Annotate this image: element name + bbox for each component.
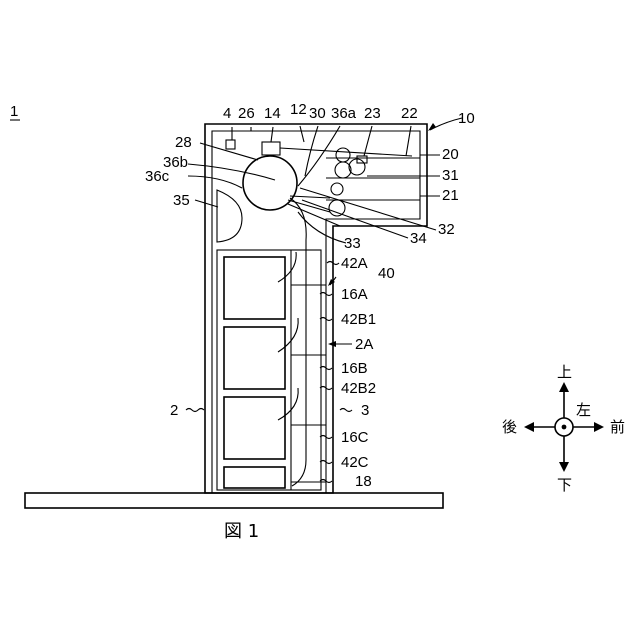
cabinet-outline: [205, 124, 427, 493]
direction-center-dot: [562, 425, 567, 430]
sheet-path-lower: [290, 196, 330, 198]
ref-21: 21: [442, 187, 459, 204]
leader-2: [186, 409, 204, 412]
ref-31: 31: [442, 167, 459, 184]
figure-caption: 図 1: [224, 521, 259, 542]
ref-36a: 36a: [331, 105, 357, 122]
leader-36b: [188, 164, 275, 180]
tray-16B: [224, 327, 285, 389]
arrow-down-head: [559, 462, 569, 472]
ref-16A: 16A: [341, 286, 368, 303]
dir-left-label: 左: [576, 401, 591, 419]
roller-b: [335, 162, 351, 178]
ref-30: 30: [309, 105, 326, 122]
ref-26: 26: [238, 105, 255, 122]
ref-40: 40: [378, 265, 395, 282]
leader-36c: [188, 176, 242, 188]
ref-36c: 36c: [145, 168, 170, 185]
component-35: [217, 190, 242, 242]
leader-35: [195, 200, 218, 207]
sheet-path-34: [288, 200, 330, 212]
feed-path-16B: [278, 318, 298, 352]
component-14: [262, 142, 280, 155]
roller-a: [336, 148, 350, 162]
arrow-rear-head: [524, 422, 534, 432]
ref-10: 10: [458, 110, 475, 127]
ref-23: 23: [364, 105, 381, 122]
ref-32: 32: [438, 221, 455, 238]
ref-2A: 2A: [355, 336, 373, 353]
ref-34: 34: [410, 230, 427, 247]
arrowhead-2A: [328, 341, 336, 347]
leader-28: [200, 143, 258, 160]
base-plate: [25, 493, 443, 508]
leader-33: [298, 212, 346, 243]
system-ref-label: 1: [10, 103, 18, 120]
ref-28: 28: [175, 134, 192, 151]
tray-18: [224, 467, 285, 488]
ref-33: 33: [344, 235, 361, 252]
leader-14: [271, 127, 273, 142]
ref-12: 12: [290, 101, 307, 118]
ref-2: 2: [170, 402, 178, 419]
leader-3: [340, 409, 352, 412]
leader-36a: [298, 126, 340, 186]
ref-18: 18: [355, 473, 372, 490]
roller-e: [329, 200, 345, 216]
ref-42C: 42C: [341, 454, 369, 471]
ref-4: 4: [223, 105, 231, 122]
component-4: [226, 140, 235, 149]
dir-front-label: 前: [610, 418, 625, 436]
cabinet-bay: [217, 250, 321, 490]
drum-28: [243, 156, 297, 210]
dir-up-label: 上: [557, 363, 572, 381]
arrowhead-10: [428, 123, 436, 131]
ref-3: 3: [361, 402, 369, 419]
tray-16C: [224, 397, 285, 459]
dir-rear-label: 後: [502, 418, 517, 436]
transport-path-40: [290, 198, 306, 486]
dir-down-label: 下: [557, 476, 572, 494]
roller-d: [331, 183, 343, 195]
ref-35: 35: [173, 192, 190, 209]
ref-42B2: 42B2: [341, 380, 376, 397]
leader-12: [300, 126, 304, 142]
arrow-up-head: [559, 382, 569, 392]
ref-42A: 42A: [341, 255, 368, 272]
ref-16C: 16C: [341, 429, 369, 446]
ref-22: 22: [401, 105, 418, 122]
feed-path-16C: [278, 388, 298, 420]
ref-20: 20: [442, 146, 459, 163]
tray-16A: [224, 257, 285, 319]
arrow-front-head: [594, 422, 604, 432]
ref-14: 14: [264, 105, 281, 122]
direction-indicator: 上 下 後 前 左: [502, 363, 625, 494]
ref-42B1: 42B1: [341, 311, 376, 328]
ref-16B: 16B: [341, 360, 368, 377]
